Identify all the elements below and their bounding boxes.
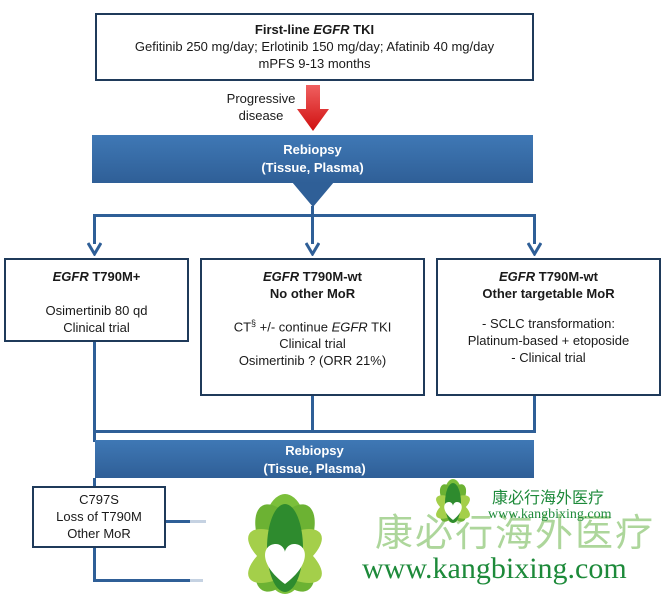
mid-down-to-rebiopsy xyxy=(311,396,314,432)
t790m-positive-box: EGFR T790M+ Osimertinib 80 qd Clinical t… xyxy=(4,258,189,342)
progressive-line2: disease xyxy=(238,108,284,123)
lotus-logo-large-icon xyxy=(248,494,322,594)
chevron-down-icon xyxy=(292,182,334,207)
t790m-wt-no-mor-title: EGFR T790M-wt xyxy=(202,268,423,285)
progression-arrow-icon xyxy=(297,85,329,131)
ct-label: CT xyxy=(233,319,252,335)
branch-left-down xyxy=(93,214,96,244)
t790m-wt-no-mor-title-post: T790M-wt xyxy=(299,269,362,284)
final-left-bottom xyxy=(93,579,203,582)
t790m-positive-title-egfr: EGFR xyxy=(52,269,89,284)
c797s-box: C797S Loss of T790M Other MoR xyxy=(32,486,166,548)
rebiopsy-1-sub: (Tissue, Plasma) xyxy=(261,160,364,175)
t790m-wt-targetable-title: EGFR T790M-wt xyxy=(438,268,659,285)
ct-superscript: § xyxy=(251,318,257,328)
rebiopsy-2-title: Rebiopsy xyxy=(285,443,344,458)
t790m-wt-targetable-box: EGFR T790M-wt Other targetable MoR - SCL… xyxy=(436,258,661,396)
first-line-box: First-line EGFR TKI Gefitinib 250 mg/day… xyxy=(95,13,534,81)
c797s-line3: Other MoR xyxy=(67,526,131,541)
t790m-wt-targetable-title2: Other targetable MoR xyxy=(482,286,615,301)
rebiopsy-band-2: Rebiopsy (Tissue, Plasma) xyxy=(95,440,534,478)
t790m-positive-line1: Osimertinib 80 qd xyxy=(45,303,148,318)
t790m-wt-targetable-title-post: T790M-wt xyxy=(535,269,598,284)
left-down-to-rebiopsy xyxy=(93,342,96,442)
t790m-wt-no-mor-title2: No other MoR xyxy=(269,286,356,301)
t790m-positive-line2: Clinical trial xyxy=(63,320,130,335)
rebiopsy-band-1: Rebiopsy (Tissue, Plasma) xyxy=(92,135,533,183)
t790m-wt-targetable-line3: - Clinical trial xyxy=(511,350,586,365)
first-line-title-post: TKI xyxy=(349,22,375,37)
ct-egfr: EGFR xyxy=(331,319,368,335)
ct-continue: +/- continue xyxy=(256,319,332,335)
arrowhead-left-icon xyxy=(87,242,102,256)
rebiopsy2-connector xyxy=(93,430,536,433)
first-line-title-pre: First-line xyxy=(254,22,314,37)
t790m-wt-no-mor-title-egfr: EGFR xyxy=(263,269,300,284)
watermark-url-small: www.kangbixing.com xyxy=(488,507,612,522)
watermark-chinese-large: 康必行海外医疗 xyxy=(375,511,656,555)
branch-mid-down xyxy=(311,214,314,244)
t790m-wt-no-mor-box: EGFR T790M-wt No other MoR CT§ +/- conti… xyxy=(200,258,425,396)
ct-tki: TKI xyxy=(367,319,392,335)
t790m-wt-no-mor-line1: CT§ +/- continue EGFR TKI xyxy=(202,315,423,335)
arrowhead-mid-icon xyxy=(305,242,320,256)
c797s-line1: C797S xyxy=(79,492,119,507)
t790m-wt-targetable-line2: Platinum-based + etoposide xyxy=(467,333,630,348)
lotus-logo-small-icon xyxy=(436,479,470,523)
first-line-title: First-line EGFR TKI xyxy=(97,21,532,38)
first-line-mpfs: mPFS 9-13 months xyxy=(258,56,371,71)
arrowhead-right-icon xyxy=(527,242,542,256)
watermark-url-large: www.kangbixing.com xyxy=(362,552,627,585)
branch-horizontal xyxy=(93,214,536,217)
rebiopsy-1-title: Rebiopsy xyxy=(283,142,342,157)
branch-right-down xyxy=(533,214,536,244)
t790m-positive-title-post: T790M+ xyxy=(88,269,141,284)
c797s-line2: Loss of T790M xyxy=(56,509,142,524)
first-line-title-egfr: EGFR xyxy=(313,22,350,37)
progressive-disease-label: Progressive disease xyxy=(216,90,306,124)
first-line-drugs: Gefitinib 250 mg/day; Erlotinib 150 mg/d… xyxy=(134,39,495,54)
rebiopsy-2-sub: (Tissue, Plasma) xyxy=(263,461,366,476)
t790m-wt-no-mor-line2: Clinical trial xyxy=(279,336,346,352)
t790m-wt-no-mor-line3: Osimertinib ? (ORR 21%) xyxy=(238,353,387,369)
t790m-positive-title: EGFR T790M+ xyxy=(6,268,187,285)
right-down-to-rebiopsy xyxy=(533,396,536,432)
progressive-line1: Progressive xyxy=(226,91,296,106)
watermark-chinese-small: 康必行海外医疗 xyxy=(492,488,605,507)
final-right-stub xyxy=(166,520,206,523)
t790m-wt-targetable-line1: - SCLC transformation: xyxy=(482,316,615,331)
t790m-wt-targetable-title-egfr: EGFR xyxy=(499,269,536,284)
branch-stem xyxy=(311,206,314,216)
